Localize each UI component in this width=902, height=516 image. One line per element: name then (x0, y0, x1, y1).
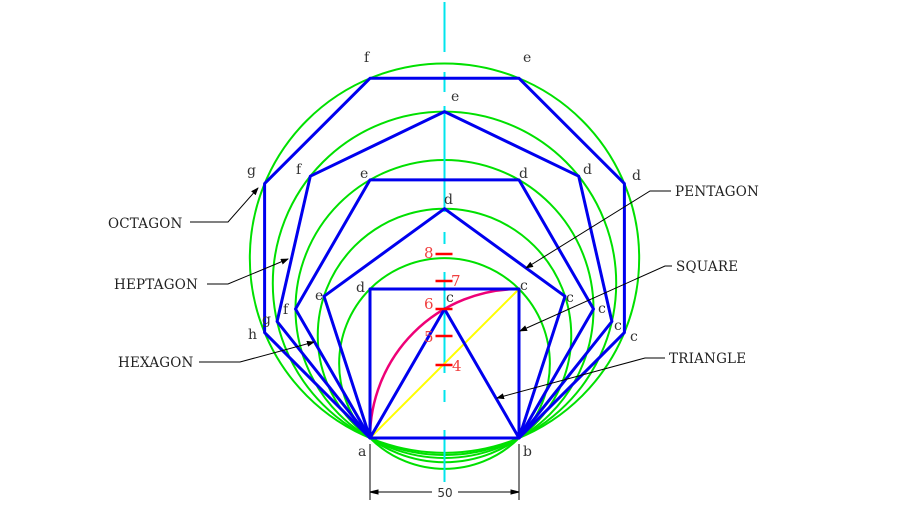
pentagon-label: PENTAGON (675, 184, 759, 200)
octagon-vertex-d: d (632, 168, 641, 184)
hexagon-label: HEXAGON (118, 355, 194, 371)
center-mark-label-4: 4 (452, 357, 462, 375)
octagon-vertex-g: g (247, 163, 256, 179)
octagon-vertex-e: e (523, 50, 531, 66)
center-marks (435, 252, 453, 367)
triangle-vertex-c: c (446, 290, 454, 306)
hexagon-leader (199, 340, 315, 363)
dimension-value: 50 (437, 486, 452, 500)
heptagon-vertex-c: c (614, 318, 622, 334)
vertex-label-a: a (358, 444, 366, 460)
heptagon-vertex-d: d (583, 162, 592, 178)
dimension-arrow-left (369, 489, 379, 495)
vertex-label-b: b (523, 444, 532, 460)
hexagon-vertex-e: e (360, 166, 368, 182)
hexagon-vertex-d: d (519, 166, 528, 182)
center-mark-label-6: 6 (424, 295, 434, 313)
heptagon-vertex-g: g (262, 312, 271, 328)
hexagon-vertex-c: c (598, 301, 606, 317)
octagon-vertex-f: f (364, 50, 371, 66)
square-vertex-c: c (520, 278, 528, 294)
pentagon-vertex-d: d (444, 192, 453, 208)
dimension (369, 444, 520, 500)
heptagon-vertex-e: e (451, 89, 459, 105)
heptagon-vertex-f: f (296, 162, 303, 178)
square-label: SQUARE (676, 259, 738, 275)
octagon-vertex-h: h (248, 327, 257, 343)
square-vertex-d: d (356, 280, 365, 296)
center-mark-label-5: 5 (424, 328, 434, 346)
square-leader (519, 265, 672, 332)
heptagon-shape (275, 110, 614, 440)
pentagon-vertex-c: c (566, 290, 574, 306)
octagon-label: OCTAGON (108, 216, 182, 232)
pentagon-vertex-e: e (315, 288, 323, 304)
construction-arc (368, 287, 520, 439)
square-diagonal (369, 288, 520, 439)
polygons (263, 76, 626, 440)
octagon-vertex-c: c (630, 329, 638, 345)
hexagon-vertex-f: f (283, 302, 290, 318)
vertex-labels: c c d c d e c d e f c d e f g c d e f g … (247, 50, 641, 345)
center-mark-label-8: 8 (424, 244, 434, 262)
heptagon-label: HEPTAGON (114, 277, 198, 293)
pentagon-leader (525, 190, 671, 269)
octagon-leader (190, 187, 259, 223)
center-mark-label-7: 7 (451, 272, 461, 290)
triangle-label: TRIANGLE (669, 351, 746, 367)
dimension-arrow-right (510, 489, 520, 495)
triangle-leader (496, 357, 665, 400)
octagon-shape (263, 76, 626, 440)
heptagon-leader (207, 258, 289, 285)
